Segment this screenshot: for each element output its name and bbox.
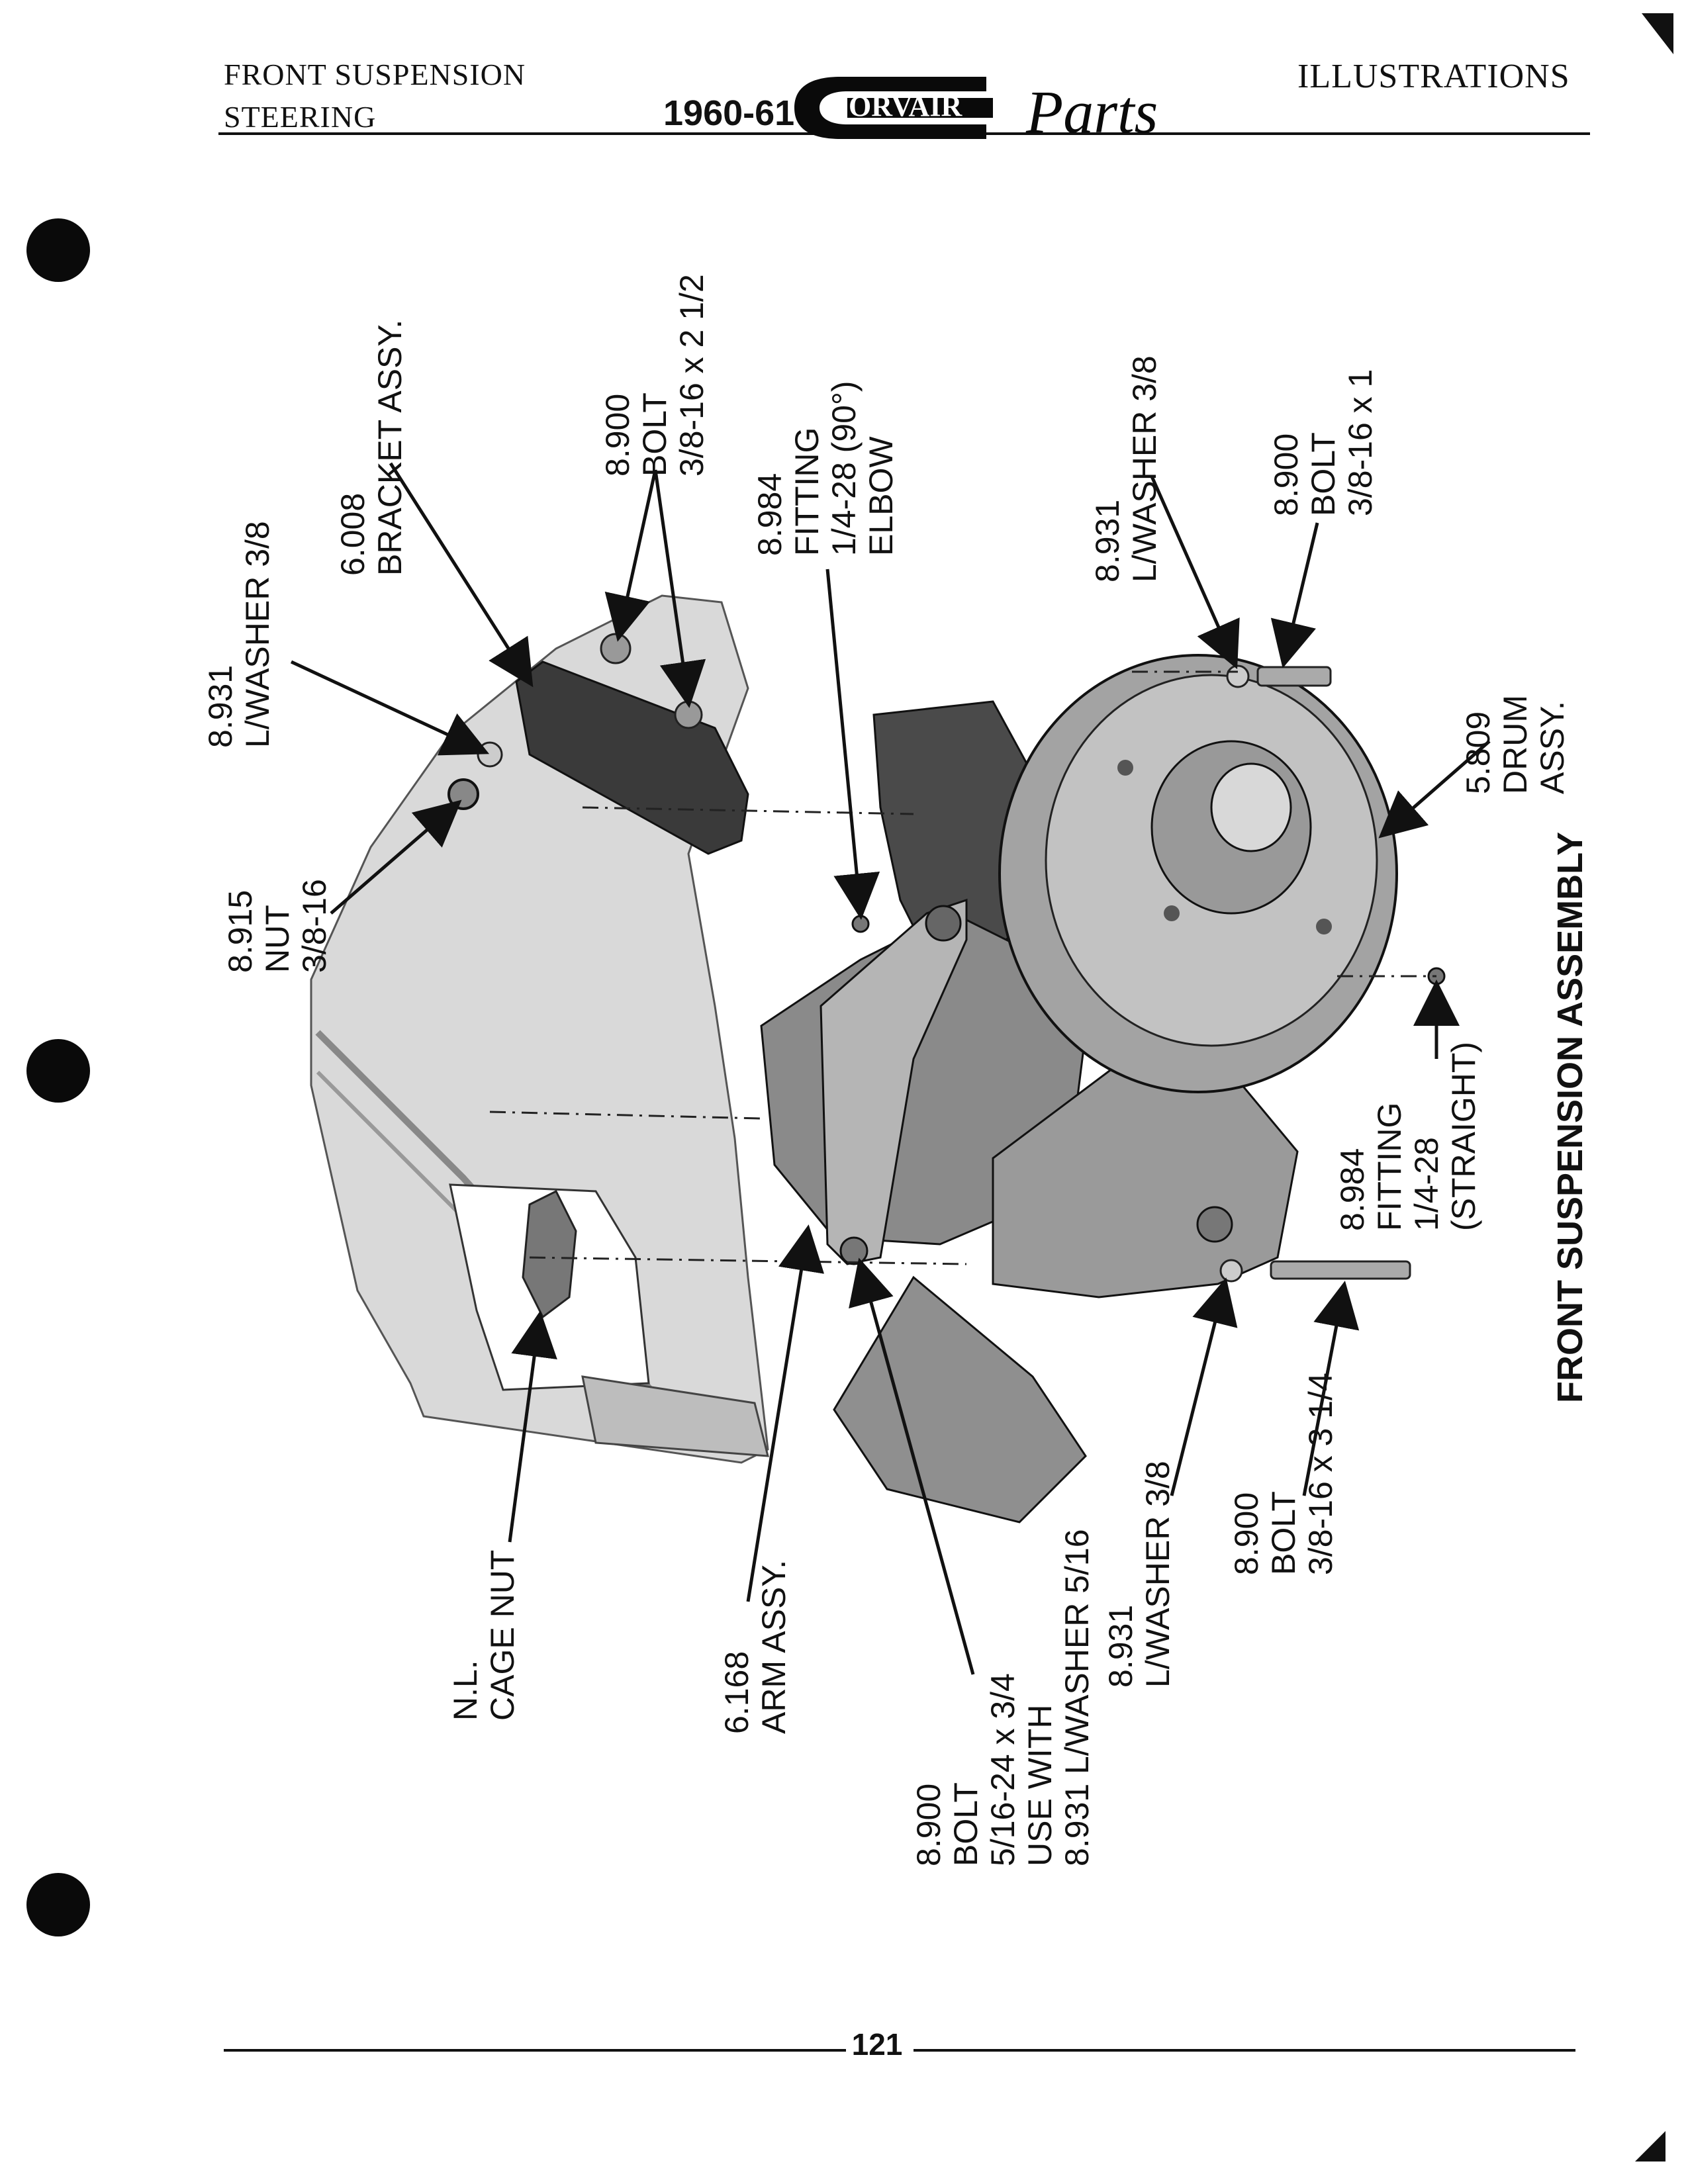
header-year: 1960-61 xyxy=(663,93,795,133)
page-number: 121 xyxy=(851,2027,903,2062)
callout-labels: 8.915NUT3/8-16 8.931L/WASHER 3/8 6.008BR… xyxy=(202,274,1590,1866)
logo-script: Parts xyxy=(1025,78,1158,144)
callout-bolt-3-1-4: 8.900BOLT3/8-16 x 3 1/4 xyxy=(1228,1373,1339,1575)
callout-arm-assy: 6.168ARM ASSY. xyxy=(718,1560,792,1734)
wheel-stud-2 xyxy=(1164,905,1180,921)
punch-hole-middle xyxy=(26,1039,90,1103)
punch-hole-bottom xyxy=(26,1873,90,1936)
fitting-elbow xyxy=(851,915,870,933)
washer-3-8-drum xyxy=(1226,664,1250,688)
logo-word: ORVAIR xyxy=(849,90,962,122)
figure-title: FRONT SUSPENSION ASSEMBLY xyxy=(1550,832,1590,1403)
washer-3-8-upper xyxy=(477,741,503,768)
frame-member xyxy=(833,1275,1087,1524)
wheel-stud-1 xyxy=(1117,760,1133,776)
corvair-parts-logo: ORVAIR Parts xyxy=(794,77,1158,144)
leader-arrows xyxy=(290,462,1491,1675)
callout-fitting-straight: 8.984FITTING1/4-28(STRAIGHT) xyxy=(1334,1042,1482,1231)
channel-member xyxy=(581,1375,769,1457)
punch-hole-top xyxy=(26,218,90,282)
footer-rule-left xyxy=(224,2049,846,2052)
lower-pivot xyxy=(1196,1206,1233,1243)
callout-cage-nut: N.L.CAGE NUT xyxy=(447,1550,521,1721)
callout-lwasher-drum: 8.931L/WASHER 3/8 xyxy=(1089,355,1163,582)
cage-nut xyxy=(522,1189,577,1319)
callout-nut-3-8-16: 8.915NUT3/8-16 xyxy=(222,879,333,973)
header-section-title: FRONT SUSPENSION xyxy=(224,58,526,91)
callout-bolt-1: 8.900BOLT3/8-16 x 1 xyxy=(1268,369,1379,516)
callout-bolt-5-16: 8.900BOLT5/16-24 x 3/4USE WITH8.931 L/WA… xyxy=(910,1529,1096,1866)
callout-bolt-2-1-2: 8.900BOLT3/8-16 x 2 1/2 xyxy=(599,274,710,477)
corner-mark-top xyxy=(1642,13,1673,54)
wheel-stud-3 xyxy=(1316,919,1332,934)
bracket-bolt-1 xyxy=(600,633,632,664)
washer-3-8-lower xyxy=(1219,1259,1243,1283)
bracket-bolt-2 xyxy=(674,700,703,729)
callout-fitting-elbow: 8.984FITTING1/4-28 (90°)ELBOW xyxy=(751,381,900,556)
arm-pivot xyxy=(925,905,962,942)
callout-lwasher-lower: 8.931L/WASHER 3/8 xyxy=(1102,1461,1176,1688)
header-right-title: ILLUSTRATIONS xyxy=(1297,58,1570,95)
callout-drum-assy: 5.809DRUMASSY. xyxy=(1460,695,1571,794)
bracket-assy xyxy=(515,660,749,855)
corner-mark-bottom xyxy=(1635,2131,1665,2161)
footer-rule-right xyxy=(914,2049,1575,2052)
bolt-3-8-16x3-1-4 xyxy=(1270,1260,1411,1280)
callout-bracket-assy: 6.008BRACKET ASSY. xyxy=(334,320,408,576)
callout-lwasher-upper: 8.931L/WASHER 3/8 xyxy=(202,521,276,748)
arm-bolt xyxy=(839,1236,868,1265)
nut-3-8-16 xyxy=(447,778,479,810)
hub-cap xyxy=(1210,762,1292,852)
alignment-lines xyxy=(489,670,1436,1265)
bolt-3-8-16x1 xyxy=(1256,666,1332,687)
header-section-subtitle: STEERING xyxy=(224,100,377,134)
